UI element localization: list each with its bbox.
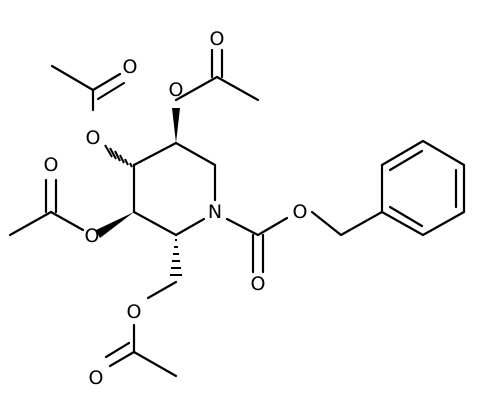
atom-label-oxygen: O xyxy=(44,154,59,176)
bond xyxy=(380,210,425,237)
hashed-bond xyxy=(104,144,133,168)
bond xyxy=(108,350,136,368)
bond xyxy=(132,210,178,237)
hashed-bond xyxy=(170,239,182,276)
stereo-bonds xyxy=(96,108,182,276)
bonds xyxy=(8,48,466,378)
bond xyxy=(380,139,425,167)
bond xyxy=(132,350,178,378)
bond xyxy=(339,210,384,237)
bond xyxy=(310,210,343,237)
atom-label-oxygen: O xyxy=(251,273,266,295)
wedge-bond xyxy=(96,212,134,238)
bond xyxy=(174,75,219,102)
wedge-bond xyxy=(172,108,180,143)
atom-label-oxygen: O xyxy=(123,56,138,78)
bond xyxy=(215,75,260,102)
bond xyxy=(50,64,95,92)
bond xyxy=(146,280,178,300)
atom-label-oxygen: O xyxy=(86,127,101,149)
atom-label-oxygen: O xyxy=(169,79,184,101)
bond xyxy=(91,72,122,92)
atom-labels: O O O O O O N O O O O xyxy=(44,28,308,389)
atom-label-oxygen: O xyxy=(89,367,104,389)
atom-label-oxygen: O xyxy=(210,28,225,50)
bond xyxy=(174,141,217,167)
bond xyxy=(388,149,424,172)
bond xyxy=(174,217,206,237)
bond xyxy=(104,341,131,359)
bond xyxy=(8,210,53,237)
bond xyxy=(49,210,85,232)
bond xyxy=(96,81,126,101)
atom-label-oxygen: O xyxy=(127,301,142,323)
bond xyxy=(388,205,424,228)
bond xyxy=(225,217,260,237)
atom-label-oxygen: O xyxy=(293,201,308,223)
bond xyxy=(421,139,466,167)
bond xyxy=(132,141,178,167)
bond xyxy=(421,210,466,237)
atom-label-oxygen: O xyxy=(85,225,100,247)
atom-label-nitrogen: N xyxy=(208,201,222,223)
bond xyxy=(256,216,289,237)
